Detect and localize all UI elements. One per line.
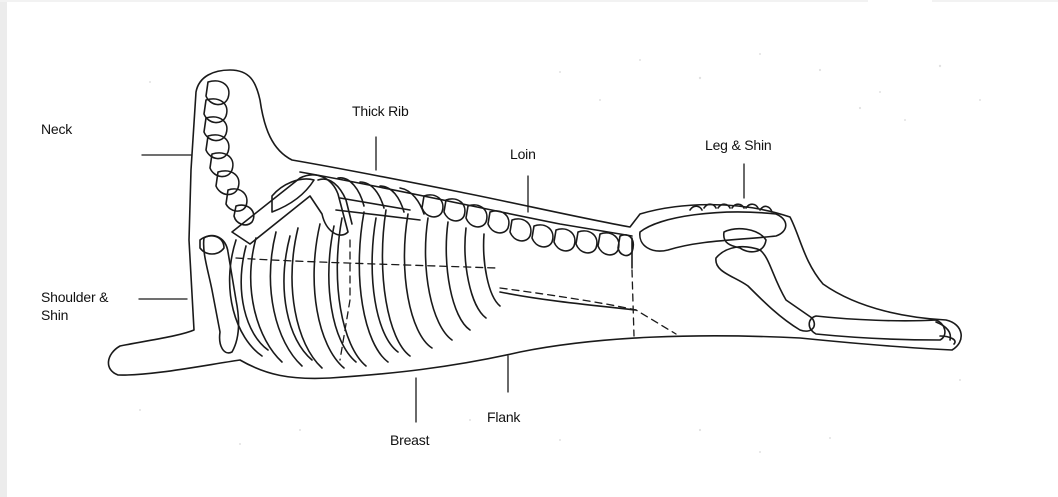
shoulder-bones [200, 175, 348, 353]
label-thick-rib: Thick Rib [352, 102, 409, 120]
rib-cage [230, 210, 500, 368]
label-flank: Flank [487, 408, 520, 426]
label-shoulder-and-shin: Shoulder & Shin [41, 288, 108, 324]
label-loin: Loin [510, 145, 536, 163]
label-breast: Breast [390, 431, 429, 449]
cut-lines [236, 240, 676, 360]
label-neck: Neck [41, 120, 72, 138]
label-leg-and-shin: Leg & Shin [705, 136, 772, 154]
carcass-outline [108, 70, 961, 378]
background-speckle [139, 53, 981, 453]
flank-edge [500, 292, 636, 310]
neck-vertebrae [204, 81, 254, 225]
